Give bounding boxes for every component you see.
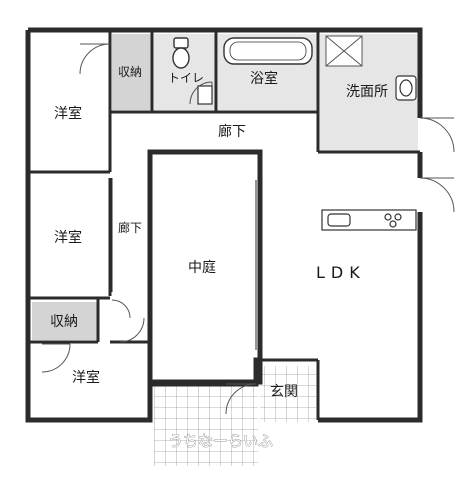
room-label-toilet: トイレ xyxy=(168,71,204,85)
room-label-youshitsu-bottom: 洋室 xyxy=(72,369,100,386)
room-label-shuunou-top: 収納 xyxy=(118,65,142,79)
shuunou-side-fill xyxy=(32,302,98,340)
room-label-youshitsu-mid: 洋室 xyxy=(54,229,82,246)
door-swings xyxy=(41,43,455,415)
room-label-shuunou-side: 収納 xyxy=(50,314,78,330)
courtyard-windows xyxy=(111,178,260,350)
shuunou-top-fill xyxy=(112,34,152,110)
terrace-tile xyxy=(154,384,258,466)
washing-machine-icon xyxy=(325,35,363,67)
room-label-youshitsu-top: 洋室 xyxy=(54,105,82,122)
kitchen-counter-icon xyxy=(321,209,417,231)
washbasin-icon xyxy=(395,75,417,101)
interior-walls xyxy=(28,30,420,420)
room-label-rouka-top: 廊下 xyxy=(218,123,246,140)
genkan-tile xyxy=(260,366,316,422)
room-label-rouka-side: 廊下 xyxy=(118,220,142,235)
room-label-ldk: LDK xyxy=(316,263,366,282)
room-label-senmenjo: 洗面所 xyxy=(346,84,388,100)
room-label-genkan: 玄関 xyxy=(270,383,298,400)
room-label-yokushitsu: 浴室 xyxy=(250,70,278,87)
watermark-text: うちなーらいふ xyxy=(168,432,273,450)
toilet-icon xyxy=(172,37,190,69)
bathtub-icon xyxy=(223,37,313,65)
toilet-sink-icon xyxy=(197,85,213,105)
room-label-nakaniwa: 中庭 xyxy=(188,259,216,276)
